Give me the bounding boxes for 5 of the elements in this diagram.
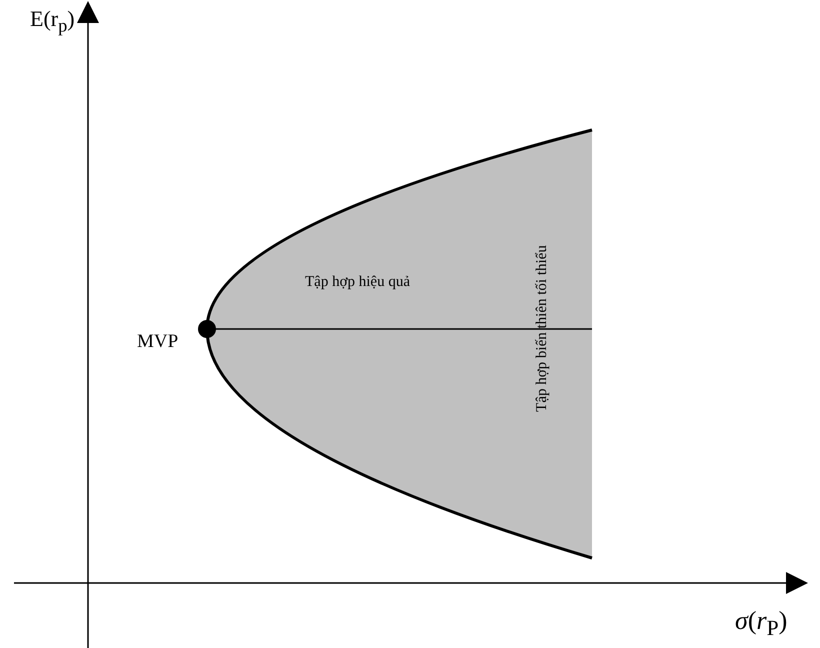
region-label: Tập hợp biến thiên tối thiểu <box>534 244 550 412</box>
axis-label: σ(r$_{P}$) <box>735 608 788 640</box>
region-label: Tập hợp hiệu quả <box>305 275 410 290</box>
axis-label: E(r$_{p}$) <box>30 8 75 35</box>
point-label: MVP <box>137 332 178 351</box>
